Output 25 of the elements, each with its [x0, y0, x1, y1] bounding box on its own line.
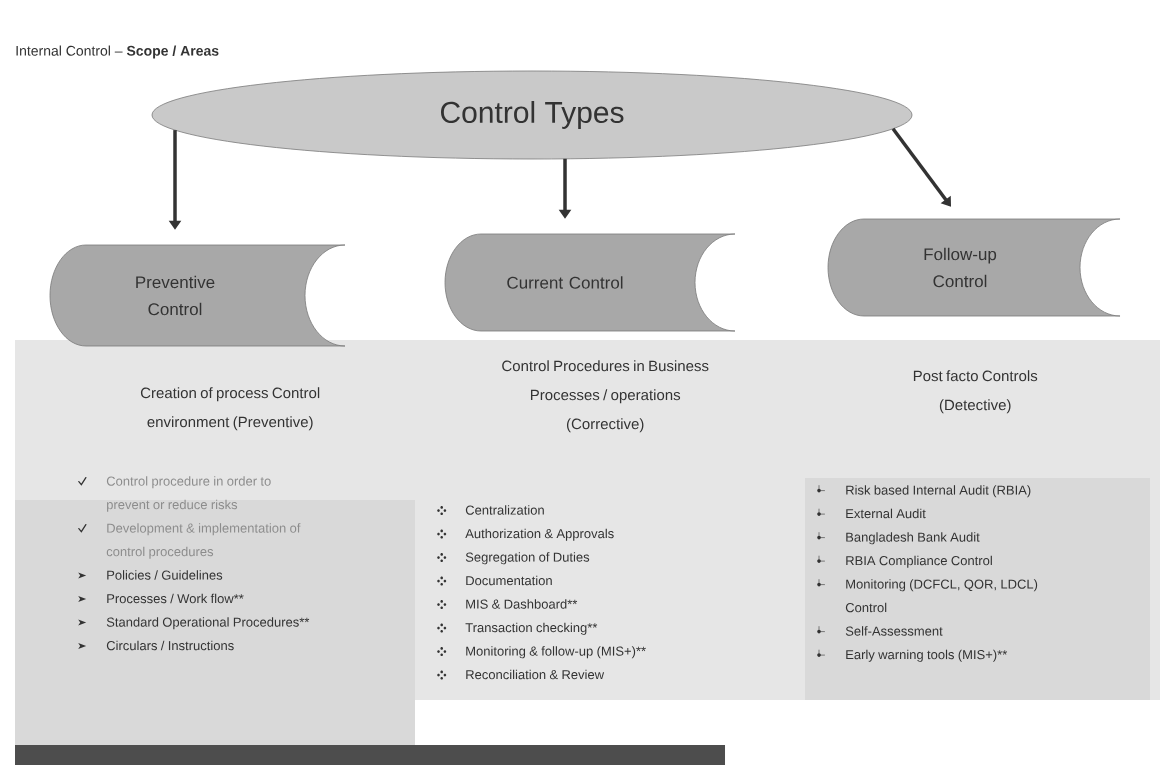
column-heading: Post facto Controls (Detective): [913, 370, 1038, 414]
list-item: Monitoring (DCFCL, QOR, LDCL) Control: [845, 579, 1038, 613]
column-heading: Control Procedures in Business Processes / operations (Corrective): [502, 360, 709, 433]
list-item: Monitoring & follow-up (MIS+)**: [466, 646, 646, 659]
list-item: Documentation: [466, 575, 552, 586]
title: Internal Control – Scope / Areas: [16, 45, 219, 59]
column-heading: Creation of process Control environment (Preventive): [140, 387, 320, 431]
list-item: Development & implementation of control procedures: [106, 523, 301, 559]
list-item: Circulars / Instructions: [106, 640, 234, 651]
list-item: Processes / Work flow**: [107, 593, 244, 604]
list-item: Bangladesh Bank Audit: [846, 532, 980, 545]
list-item: Risk based Internal Audit (RBIA): [846, 485, 1031, 498]
list-item: Transaction checking**: [465, 622, 598, 635]
list-item: RBIA Compliance Control: [846, 555, 992, 568]
list-item: Control procedure in order to prevent or reduce risks: [106, 476, 271, 512]
list-item: Early warning tools (MIS+)**: [846, 649, 1008, 662]
list-item: Reconciliation & Review: [466, 669, 605, 680]
list-item: Centralization: [465, 505, 544, 515]
list-item: External Audit: [846, 508, 926, 519]
list-item: Standard Operational Procedures**: [106, 617, 310, 630]
list-item: Self-Assessment: [845, 626, 943, 636]
list-item: Authorization & Approvals: [465, 528, 614, 541]
list-item: Policies / Guidelines: [107, 570, 223, 580]
list-item: MIS & Dashboard**: [466, 599, 578, 609]
list-item: Segregation of Duties: [465, 552, 590, 565]
